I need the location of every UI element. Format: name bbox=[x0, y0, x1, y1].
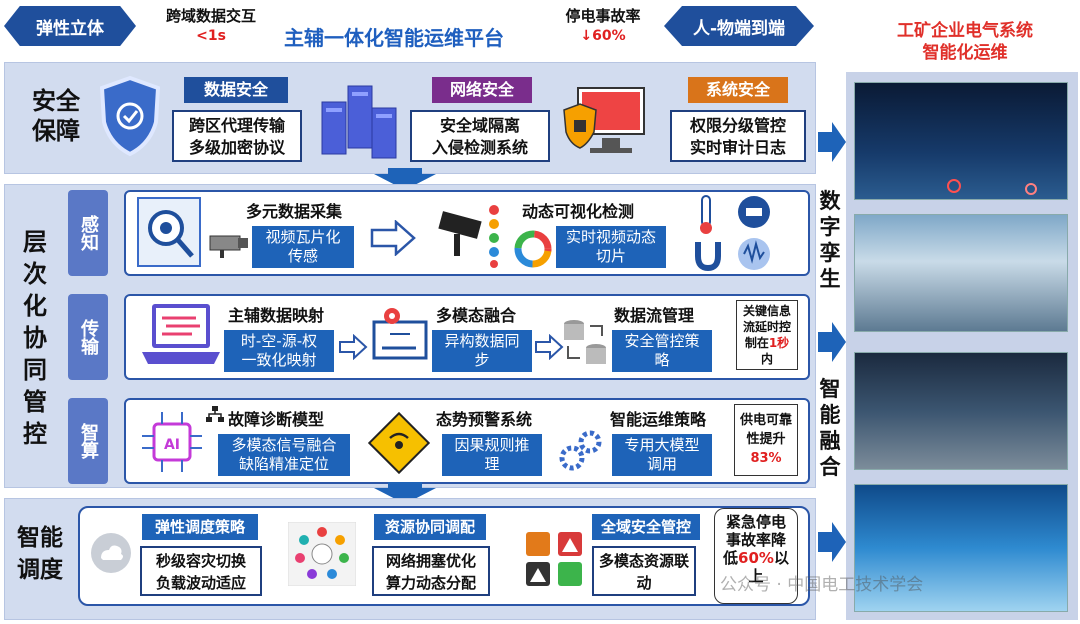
box-dataflow: 安全管控策 略 bbox=[612, 330, 712, 372]
arrows-right bbox=[818, 122, 846, 562]
cctv-icon bbox=[209, 235, 248, 258]
photo-industrial-night bbox=[854, 82, 1068, 200]
photo-digital-plant bbox=[854, 484, 1068, 612]
ai-chip-icon: AI bbox=[142, 412, 202, 472]
tag-resource-alloc: 资源协同调配 bbox=[374, 514, 486, 540]
side-perception-label: 感知 bbox=[78, 215, 99, 251]
box-video-tiling: 视频瓦片化 传感 bbox=[252, 226, 354, 268]
note-outage-c: 以上 bbox=[748, 549, 789, 585]
label-digital-twin: 数字孪生 bbox=[819, 189, 841, 291]
box-elastic-strategy: 秒级容灾切换 负载波动适应 bbox=[140, 546, 262, 596]
security-badges-icon bbox=[526, 532, 582, 586]
outline-arrow-icon-3 bbox=[535, 334, 564, 360]
page-title: 主辅一体化智能运维平台 bbox=[284, 26, 504, 50]
server-cluster-icon bbox=[321, 85, 397, 159]
right-panel bbox=[846, 72, 1078, 620]
label-dynamic-detect: 动态可视化检测 bbox=[522, 202, 635, 221]
box-fusion: 异构数据同 步 bbox=[432, 330, 532, 372]
box-network-security: 安全域隔离 入侵检测系统 bbox=[410, 110, 550, 162]
side-transmission: 传输 bbox=[68, 294, 108, 380]
side-perception: 感知 bbox=[68, 190, 108, 276]
metric-cross-domain-value: <1s bbox=[196, 28, 226, 44]
arrow-down-2 bbox=[374, 482, 436, 504]
label-warning-system: 态势预警系统 bbox=[436, 410, 533, 429]
lock-monitor-icon bbox=[563, 87, 645, 153]
database-sync-icon bbox=[564, 320, 606, 364]
tag-global-security: 全域安全管控 bbox=[592, 514, 700, 540]
scheduling-title: 智能调度 bbox=[17, 525, 63, 583]
arrow-down-1 bbox=[374, 168, 436, 190]
box-system-security: 权限分级管控 实时审计日志 bbox=[670, 110, 806, 162]
label-mapping: 主辅数据映射 bbox=[228, 306, 325, 325]
tag-network-security: 网络安全 bbox=[432, 77, 532, 103]
label-smart-fusion: 智能融合 bbox=[819, 377, 841, 479]
camera-icon bbox=[438, 205, 499, 268]
photo-city-aerial bbox=[854, 352, 1068, 470]
note-latency-b: 1秒 bbox=[768, 336, 790, 350]
label-multi-data: 多元数据采集 bbox=[246, 202, 343, 221]
magnifier-icon bbox=[137, 197, 201, 267]
metric-outage-value: ↓60% bbox=[580, 28, 626, 44]
note-reliability: 供电可靠性提升 83% bbox=[734, 404, 798, 476]
box-video-slicing: 实时视频动态 切片 bbox=[556, 226, 666, 268]
warning-sign-icon bbox=[368, 412, 430, 474]
note-reliability-a: 供电可靠性提升 bbox=[739, 413, 792, 447]
label-fault-model: 故障诊断模型 bbox=[228, 410, 325, 429]
hex-elastic: 弹性立体 bbox=[4, 6, 136, 46]
side-computing: 智算 bbox=[68, 398, 108, 484]
sensor-icons bbox=[695, 195, 770, 272]
tag-elastic-strategy: 弹性调度策略 bbox=[142, 514, 258, 540]
shield-icon bbox=[99, 75, 161, 157]
box-om-strategy: 专用大模型 调用 bbox=[612, 434, 712, 476]
hierarchy-icon bbox=[206, 406, 224, 422]
side-computing-label: 智算 bbox=[78, 423, 99, 459]
tag-data-security: 数据安全 bbox=[184, 77, 288, 103]
network-wheel-icon bbox=[288, 522, 356, 586]
svg-text:AI: AI bbox=[164, 437, 180, 453]
metric-cross-domain: 跨域数据交互 <1s bbox=[146, 6, 276, 46]
box-resource-alloc: 网络拥塞优化 算力动态分配 bbox=[372, 546, 490, 596]
metric-outage-label: 停电事故率 bbox=[565, 7, 641, 25]
layered-title: 层次化协同管控 bbox=[23, 228, 47, 448]
gears-icon bbox=[559, 430, 602, 471]
box-warning-system: 因果规则推 理 bbox=[442, 434, 542, 476]
laptop-icon bbox=[142, 304, 220, 364]
hex-end-to-end: 人-物端到端 bbox=[664, 6, 814, 46]
note-outage-b: 60% bbox=[738, 549, 774, 567]
side-transmission-label: 传输 bbox=[78, 319, 99, 355]
glow-dot bbox=[947, 179, 961, 193]
ring-chart-icon bbox=[514, 230, 552, 268]
security-title: 安全保障 bbox=[32, 87, 80, 145]
box-data-security: 跨区代理传输 多级加密协议 bbox=[172, 110, 302, 162]
monitor-pin-icon bbox=[372, 308, 428, 360]
outline-arrow-icon bbox=[370, 220, 416, 256]
tag-system-security: 系统安全 bbox=[688, 77, 788, 103]
box-mapping: 时-空-源-权 一致化映射 bbox=[224, 330, 334, 372]
note-latency-c: 内 bbox=[760, 352, 773, 366]
metric-cross-domain-label: 跨域数据交互 bbox=[165, 7, 256, 25]
note-outage-a: 紧急停电事故率降低 bbox=[723, 513, 786, 567]
note-latency-a: 关键信息流延时控制在 bbox=[742, 304, 791, 350]
box-fault-model: 多模态信号融合 缺陷精准定位 bbox=[218, 434, 350, 476]
box-global-security: 多模态资源联 动 bbox=[592, 546, 696, 596]
label-om-strategy: 智能运维策略 bbox=[610, 410, 707, 429]
note-outage-reduction: 紧急停电事故率降低60%以上 bbox=[714, 508, 798, 604]
metric-outage: 停电事故率 ↓60% bbox=[548, 6, 658, 46]
glow-dot bbox=[1025, 183, 1037, 195]
outline-arrow-icon-2 bbox=[339, 334, 368, 360]
note-latency: 关键信息流延时控制在1秒内 bbox=[736, 300, 798, 370]
label-fusion: 多模态融合 bbox=[436, 306, 517, 325]
watermark: 公众号 · 中国电工技术学会 bbox=[720, 575, 924, 595]
cloud-icon bbox=[91, 533, 131, 573]
photo-factory-floor bbox=[854, 214, 1068, 332]
right-panel-title: 工矿企业电气系统 智能化运维 bbox=[897, 21, 1033, 63]
note-reliability-b: 83% bbox=[750, 451, 782, 466]
label-dataflow: 数据流管理 bbox=[614, 306, 695, 325]
